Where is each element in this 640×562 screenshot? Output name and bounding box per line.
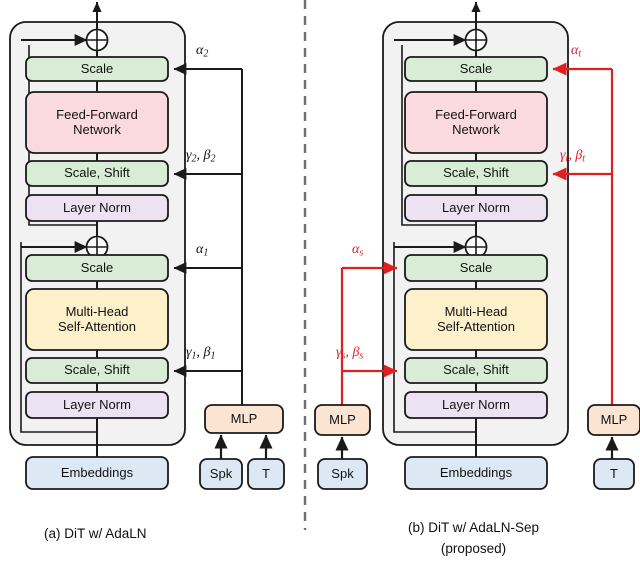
panel-b — [314, 2, 640, 490]
block-b-mlp-t[interactable] — [587, 404, 640, 436]
label-gamma-2-beta-2: γ2, β2 — [186, 149, 216, 165]
label-alpha-2-sub: 2 — [203, 48, 209, 60]
label-beta-t-sub: t — [582, 153, 586, 165]
block-a-layer-norm-1[interactable] — [25, 391, 169, 419]
label-beta-1-sub: 1 — [210, 350, 216, 362]
label-alpha-s: αs — [352, 243, 363, 259]
label-gamma-t-glyph: γ — [560, 148, 566, 163]
label-gamma-2-sub: 2 — [191, 153, 197, 165]
label-gamma-1-beta-1-comma: , — [196, 345, 204, 360]
label-gamma-s-glyph: γ — [336, 345, 342, 360]
label-alpha-t-glyph: α — [571, 43, 579, 58]
label-gamma-t-beta-t: γt, βt — [560, 149, 585, 165]
block-a-scale-1[interactable] — [25, 254, 169, 282]
label-beta-2-sub: 2 — [210, 153, 216, 165]
block-b-embeddings[interactable] — [404, 456, 548, 490]
label-gamma-1-beta-1: γ1, β1 — [186, 346, 216, 362]
block-a-ffn[interactable] — [25, 91, 169, 154]
block-b-scale-shift-1[interactable] — [404, 357, 548, 384]
label-beta-s-sub: s — [359, 350, 364, 362]
block-b-layer-norm-1[interactable] — [404, 391, 548, 419]
block-a-scale-shift-2[interactable] — [25, 160, 169, 187]
block-a-mlp[interactable] — [204, 404, 284, 434]
label-alpha-1-glyph: α — [196, 242, 204, 257]
block-b-layer-norm-2[interactable] — [404, 194, 548, 222]
caption-panel-b-line1: (b) DiT w/ AdaLN-Sep — [407, 520, 540, 535]
block-b-t[interactable] — [593, 458, 635, 490]
block-a-t[interactable] — [247, 458, 285, 490]
panel-b-sum-node-bottom — [464, 235, 488, 259]
label-alpha-s-glyph: α — [352, 242, 360, 257]
label-beta-t-glyph: β — [575, 148, 583, 163]
label-alpha-s-sub: s — [359, 247, 364, 259]
block-b-ffn[interactable] — [404, 91, 548, 154]
label-gamma-s-beta-s: γs, βs — [336, 346, 363, 362]
label-alpha-2: α2 — [196, 44, 208, 60]
panel-a-output-arrow-icon — [92, 2, 102, 12]
block-b-spk[interactable] — [317, 458, 368, 490]
label-gamma-2-glyph: γ — [186, 148, 192, 163]
block-a-scale-shift-1[interactable] — [25, 357, 169, 384]
panel-a — [9, 2, 285, 490]
label-beta-1-glyph: β — [203, 345, 211, 360]
label-gamma-1-sub: 1 — [191, 350, 197, 362]
label-gamma-t-sub: t — [565, 153, 569, 165]
label-alpha-t: αt — [571, 44, 581, 60]
label-beta-2-glyph: β — [203, 148, 211, 163]
block-a-embeddings[interactable] — [25, 456, 169, 490]
label-alpha-2-glyph: α — [196, 43, 204, 58]
label-gamma-1-glyph: γ — [186, 345, 192, 360]
caption-panel-a: (a) DiT w/ AdaLN — [44, 526, 147, 541]
label-beta-s-glyph: β — [352, 345, 360, 360]
panel-b-sum-node-top — [464, 28, 488, 52]
block-b-scale-shift-2[interactable] — [404, 160, 548, 187]
label-alpha-1: α1 — [196, 243, 208, 259]
label-alpha-t-sub: t — [578, 48, 582, 60]
panel-a-sum-node-top — [85, 28, 109, 52]
label-alpha-1-sub: 1 — [203, 247, 209, 259]
block-a-layer-norm-2[interactable] — [25, 194, 169, 222]
block-b-mhsa[interactable] — [404, 288, 548, 351]
block-a-scale-2[interactable] — [25, 56, 169, 82]
caption-panel-b-line2: (proposed) — [440, 541, 507, 556]
block-b-scale-1[interactable] — [404, 254, 548, 282]
panel-a-sum-node-bottom — [85, 235, 109, 259]
label-gamma-t-beta-t-comma: , — [568, 148, 576, 163]
block-a-mhsa[interactable] — [25, 288, 169, 351]
block-b-mlp-spk[interactable] — [314, 404, 371, 436]
label-gamma-s-beta-s-comma: , — [345, 345, 353, 360]
block-a-spk[interactable] — [199, 458, 243, 490]
label-gamma-2-beta-2-comma: , — [196, 148, 204, 163]
block-b-scale-2[interactable] — [404, 56, 548, 82]
label-gamma-s-sub: s — [341, 350, 346, 362]
panel-b-output-arrow-icon — [471, 2, 481, 12]
